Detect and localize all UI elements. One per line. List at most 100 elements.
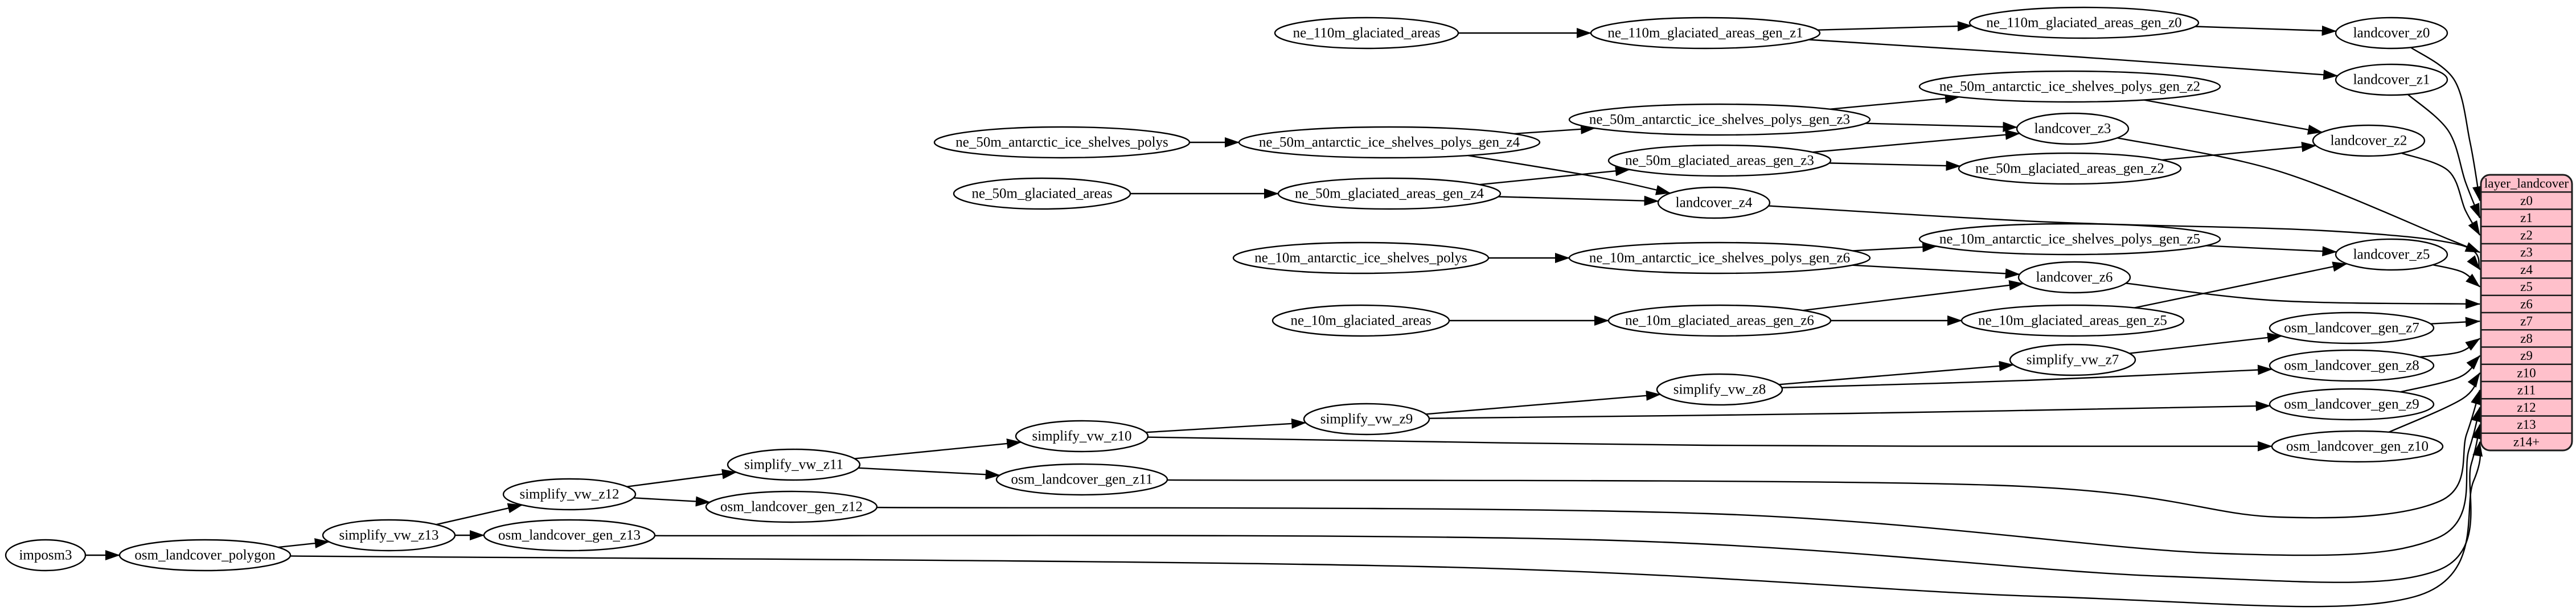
node-ellipse bbox=[483, 519, 656, 552]
node-label: simplify_vw_z9 bbox=[1320, 412, 1413, 427]
table-row-z7: z7 bbox=[2520, 314, 2533, 329]
table-row-z4: z4 bbox=[2520, 263, 2533, 277]
node-landcover_z0: landcover_z0 bbox=[2335, 17, 2448, 50]
node-label: ne_50m_antarctic_ice_shelves_polys_gen_z… bbox=[1939, 79, 2200, 95]
node-label: ne_10m_antarctic_ice_shelves_polys bbox=[1254, 251, 1467, 266]
node-label: osm_landcover_gen_z8 bbox=[2284, 358, 2419, 374]
edge-simplify_vw_z12--osm_landcover_gen_z12 bbox=[633, 496, 711, 507]
node-ellipse bbox=[1568, 103, 1871, 136]
node-label: ne_50m_glaciated_areas_gen_z4 bbox=[1295, 186, 1484, 202]
node-ellipse bbox=[2269, 388, 2435, 421]
edge-osm_landcover_gen_z7--layer_landcover.z7 bbox=[2430, 317, 2480, 327]
node-label: landcover_z5 bbox=[2353, 247, 2430, 263]
node-ne_10m_antarctic_ice_shelves_polys_gen_z5: ne_10m_antarctic_ice_shelves_polys_gen_z… bbox=[1918, 223, 2221, 256]
edge-simplify_vw_z11--simplify_vw_z10 bbox=[854, 438, 1022, 460]
edge-ne_110m_glaciated_areas_gen_z0--landcover_z0 bbox=[2195, 25, 2337, 36]
edge-ne_50m_glaciated_areas_gen_z3--landcover_z3 bbox=[1812, 129, 2020, 153]
node-label: ne_110m_glaciated_areas_gen_z0 bbox=[1986, 15, 2181, 31]
edge-landcover_z4--layer_landcover.z4 bbox=[1768, 205, 2481, 270]
edge-layer bbox=[85, 21, 2483, 608]
edge-ne_50m_glaciated_areas_gen_z2--landcover_z2 bbox=[2161, 142, 2317, 161]
node-label: landcover_z1 bbox=[2353, 72, 2430, 88]
node-label: ne_50m_glaciated_areas_gen_z3 bbox=[1625, 153, 1814, 169]
table-row-z5: z5 bbox=[2520, 280, 2533, 294]
edge-ne_50m_antarctic_ice_shelves_polys_gen_z2--landcover_z2 bbox=[2143, 99, 2323, 135]
node-ellipse bbox=[1958, 152, 2182, 185]
table-row-z6: z6 bbox=[2520, 297, 2533, 311]
edge-simplify_vw_z11--osm_landcover_gen_z11 bbox=[858, 467, 1000, 480]
table-row-z10: z10 bbox=[2517, 366, 2536, 380]
node-simplify_vw_z8: simplify_vw_z8 bbox=[1656, 373, 1783, 406]
edge-osm_landcover_polygon--simplify_vw_z13 bbox=[278, 538, 330, 549]
node-simplify_vw_z13: simplify_vw_z13 bbox=[322, 519, 456, 552]
node-ne_50m_glaciated_areas_gen_z4: ne_50m_glaciated_areas_gen_z4 bbox=[1277, 177, 1502, 210]
node-label: osm_landcover_gen_z7 bbox=[2284, 321, 2419, 336]
node-landcover_z2: landcover_z2 bbox=[2312, 124, 2426, 157]
node-osm_landcover_polygon: osm_landcover_polygon bbox=[118, 539, 292, 572]
edge-osm_landcover_gen_z13--layer_landcover.z13 bbox=[654, 424, 2482, 583]
node-imposm3: imposm3 bbox=[5, 539, 87, 572]
node-ne_10m_antarctic_ice_shelves_polys_gen_z6: ne_10m_antarctic_ice_shelves_polys_gen_z… bbox=[1568, 241, 1871, 274]
edge-ne_10m_antarctic_ice_shelves_polys_gen_z6--ne_10m_antarctic_ice_shelves_polys_gen_z5 bbox=[1852, 241, 1938, 252]
table-row-z13: z13 bbox=[2517, 417, 2536, 432]
node-ellipse bbox=[1960, 304, 2185, 337]
edge-ne_50m_glaciated_areas_gen_z3--ne_50m_glaciated_areas_gen_z2 bbox=[1829, 161, 1961, 171]
node-label: landcover_z2 bbox=[2331, 133, 2407, 149]
node-label: simplify_vw_z8 bbox=[1673, 382, 1766, 397]
node-osm_landcover_gen_z7: osm_landcover_gen_z7 bbox=[2269, 311, 2435, 345]
edge-simplify_vw_z8--simplify_vw_z7 bbox=[1778, 360, 2014, 386]
edge-osm_landcover_gen_z9--layer_landcover.z9 bbox=[2400, 355, 2480, 393]
node-label: ne_10m_antarctic_ice_shelves_polys_gen_z… bbox=[1939, 232, 2200, 247]
edge-osm_landcover_gen_z12--layer_landcover.z12 bbox=[876, 407, 2481, 556]
node-label: simplify_vw_z13 bbox=[339, 528, 439, 543]
node-landcover_z5: landcover_z5 bbox=[2335, 238, 2448, 271]
node-ellipse bbox=[1015, 420, 1149, 453]
node-ellipse bbox=[2009, 343, 2136, 376]
node-osm_landcover_gen_z12: osm_landcover_gen_z12 bbox=[705, 490, 878, 523]
node-ne_10m_glaciated_areas_gen_z6: ne_10m_glaciated_areas_gen_z6 bbox=[1607, 304, 1832, 337]
node-ellipse bbox=[2016, 112, 2130, 145]
edge-ne_10m_glaciated_areas_gen_z6--landcover_z6 bbox=[1803, 280, 2024, 311]
node-ellipse bbox=[1232, 241, 1490, 274]
table-row-z0: z0 bbox=[2520, 194, 2533, 208]
node-landcover_z1: landcover_z1 bbox=[2335, 63, 2448, 96]
node-label: ne_50m_antarctic_ice_shelves_polys bbox=[955, 135, 1168, 150]
node-ne_110m_glaciated_areas_gen_z1: ne_110m_glaciated_areas_gen_z1 bbox=[1590, 17, 1821, 50]
node-ellipse bbox=[1607, 144, 1832, 177]
edge-ne_10m_antarctic_ice_shelves_polys_gen_z5--landcover_z5 bbox=[2206, 245, 2337, 257]
node-ne_50m_antarctic_ice_shelves_polys: ne_50m_antarctic_ice_shelves_polys bbox=[933, 126, 1191, 159]
node-ne_50m_glaciated_areas: ne_50m_glaciated_areas bbox=[953, 177, 1131, 210]
node-simplify_vw_z7: simplify_vw_z7 bbox=[2009, 343, 2136, 376]
table-row-z12: z12 bbox=[2517, 400, 2536, 415]
node-ellipse bbox=[705, 490, 878, 523]
node-ellipse bbox=[1277, 177, 1502, 210]
node-label: imposm3 bbox=[19, 548, 72, 563]
node-label: landcover_z0 bbox=[2353, 26, 2430, 41]
edge-simplify_vw_z9--simplify_vw_z8 bbox=[1425, 390, 1661, 415]
table-layer_landcover: layer_landcoverz0z1z2z3z4z5z6z7z8z9z10z1… bbox=[2480, 174, 2573, 452]
table-row-z14+: z14+ bbox=[2513, 434, 2540, 449]
node-ne_50m_glaciated_areas_gen_z2: ne_50m_glaciated_areas_gen_z2 bbox=[1958, 152, 2182, 185]
node-ellipse bbox=[1303, 403, 1430, 436]
node-label: simplify_vw_z7 bbox=[2027, 352, 2119, 368]
node-osm_landcover_gen_z9: osm_landcover_gen_z9 bbox=[2269, 388, 2435, 421]
edge-ne_50m_glaciated_areas_gen_z4--landcover_z4 bbox=[1498, 195, 1659, 206]
node-ne_50m_glaciated_areas_gen_z3: ne_50m_glaciated_areas_gen_z3 bbox=[1607, 144, 1832, 177]
node-label: ne_50m_glaciated_areas bbox=[971, 186, 1112, 202]
table-row-z9: z9 bbox=[2520, 348, 2533, 363]
table-row-z2: z2 bbox=[2520, 228, 2533, 242]
edge-ne_110m_glaciated_areas_gen_z1--ne_110m_glaciated_areas_gen_z0 bbox=[1818, 21, 1972, 32]
edge-ne_50m_antarctic_ice_shelves_polys_gen_z3--ne_50m_antarctic_ice_shelves_polys_gen_z2 bbox=[1830, 93, 1960, 110]
node-label: osm_landcover_gen_z13 bbox=[498, 528, 641, 543]
node-ellipse bbox=[2335, 238, 2448, 271]
node-ne_10m_glaciated_areas_gen_z5: ne_10m_glaciated_areas_gen_z5 bbox=[1960, 304, 2185, 337]
edge-landcover_z2--layer_landcover.z2 bbox=[2401, 152, 2481, 236]
edge-landcover_z6--layer_landcover.z6 bbox=[2126, 282, 2480, 309]
node-label: ne_50m_antarctic_ice_shelves_polys_gen_z… bbox=[1589, 112, 1850, 128]
node-ellipse bbox=[953, 177, 1131, 210]
node-ellipse bbox=[2312, 124, 2426, 157]
table-title: layer_landcover bbox=[2484, 177, 2569, 191]
node-simplify_vw_z11: simplify_vw_z11 bbox=[727, 448, 861, 481]
